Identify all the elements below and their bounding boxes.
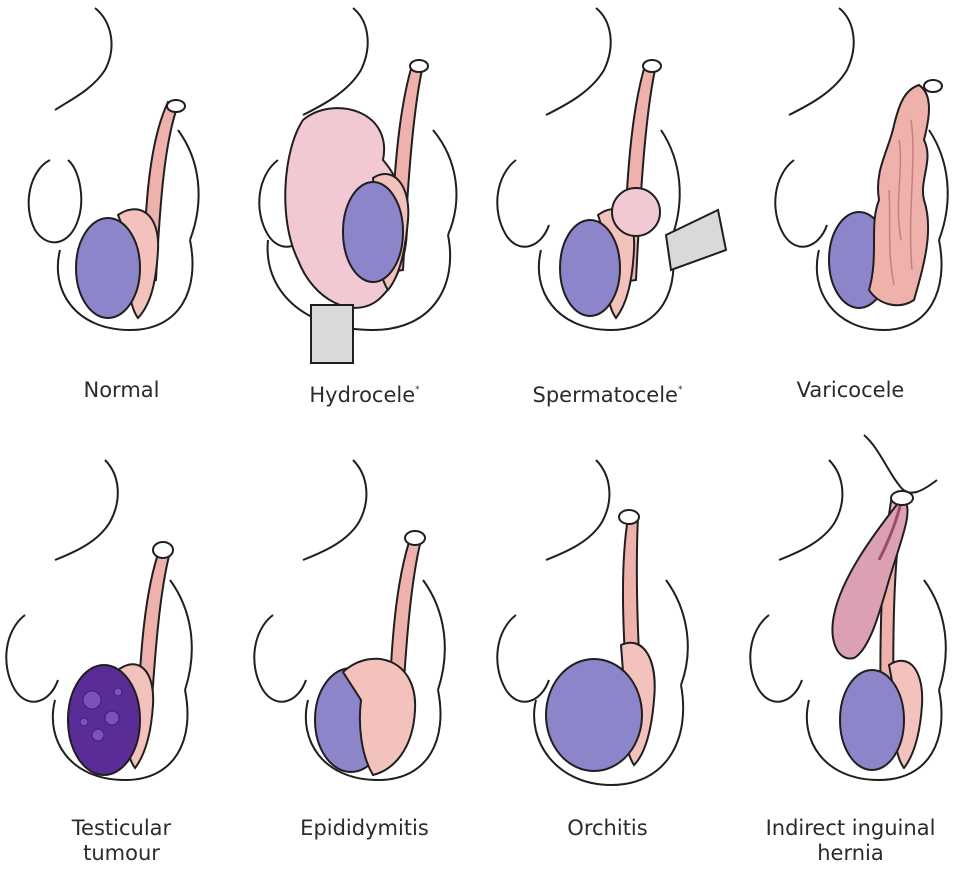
label-spermatocele: Spermatocele* [486, 378, 729, 408]
label-indirect-inguinal-hernia: Indirect inguinal hernia [729, 816, 972, 866]
testis [840, 670, 904, 770]
panel-orchitis: Orchitis [486, 430, 729, 860]
label-varicocele: Varicocele [729, 378, 972, 403]
panel-indirect-inguinal-hernia: Indirect inguinal hernia [729, 430, 972, 860]
varicocele-illustration [729, 0, 972, 380]
hydrocele-illustration [243, 0, 486, 380]
abdominal-outline [789, 8, 854, 115]
penis-outline [497, 615, 549, 702]
abdominal-outline [55, 460, 118, 560]
label-orchitis: Orchitis [486, 816, 729, 841]
transillumination-light [311, 305, 353, 363]
panel-epididymitis: Epididymitis [243, 430, 486, 860]
scrotal-side-outline [170, 580, 192, 690]
hernia-sac [833, 500, 908, 658]
penis-outline [6, 615, 58, 702]
scrotal-side-outline [423, 580, 445, 690]
cord-ring [405, 531, 425, 545]
testicular-tumour-illustration [0, 430, 243, 810]
inguinal-ring [891, 491, 913, 505]
label-hydrocele: Hydrocele* [243, 378, 486, 408]
cord-ring [167, 100, 185, 112]
panel-varicocele: Varicocele [729, 0, 972, 430]
testis [560, 220, 620, 316]
inguinal-outline [864, 435, 937, 493]
panel-normal: Normal [0, 0, 243, 430]
scrotal-side-outline [178, 130, 199, 240]
tumour-testis [68, 665, 140, 775]
penis-outline [254, 615, 306, 702]
abdominal-outline [546, 8, 611, 115]
abdominal-outline [303, 460, 366, 560]
transillumination-light [666, 210, 726, 270]
abdominal-outline [55, 8, 112, 110]
cord-ring [410, 60, 428, 72]
cord-ring [619, 510, 639, 524]
spermatocele-illustration [486, 0, 729, 380]
scrotal-side-outline [924, 580, 946, 690]
label-epididymitis: Epididymitis [243, 816, 486, 841]
testis [76, 218, 140, 318]
penis-outline [750, 615, 802, 702]
penis-outline [497, 160, 549, 247]
scrotal-side-outline [929, 130, 948, 240]
panel-spermatocele: Spermatocele* [486, 0, 729, 430]
cord-ring [153, 542, 173, 558]
cord-ring [643, 60, 661, 72]
panel-hydrocele: Hydrocele* [243, 0, 486, 430]
scrotal-side-outline [661, 130, 680, 240]
epididymitis-illustration [243, 430, 486, 810]
normal-illustration [0, 0, 243, 380]
orchitis-illustration [486, 430, 729, 810]
penis-outline [775, 160, 827, 247]
penis-outline [29, 160, 82, 242]
abdominal-outline [779, 460, 842, 560]
indirect-inguinal-hernia-illustration [729, 430, 972, 810]
label-testicular-tumour: Testicular tumour [0, 816, 243, 866]
cyst [612, 188, 660, 236]
abdominal-outline [303, 8, 368, 115]
panel-testicular-tumour: Testicular tumour [0, 430, 243, 860]
abdominal-outline [546, 460, 609, 560]
cord-ring [924, 80, 942, 92]
label-normal: Normal [0, 378, 243, 403]
scrotal-side-outline [666, 580, 688, 685]
swollen-testis [546, 659, 642, 771]
scrotal-side-outline [433, 130, 456, 235]
testis [343, 182, 403, 282]
